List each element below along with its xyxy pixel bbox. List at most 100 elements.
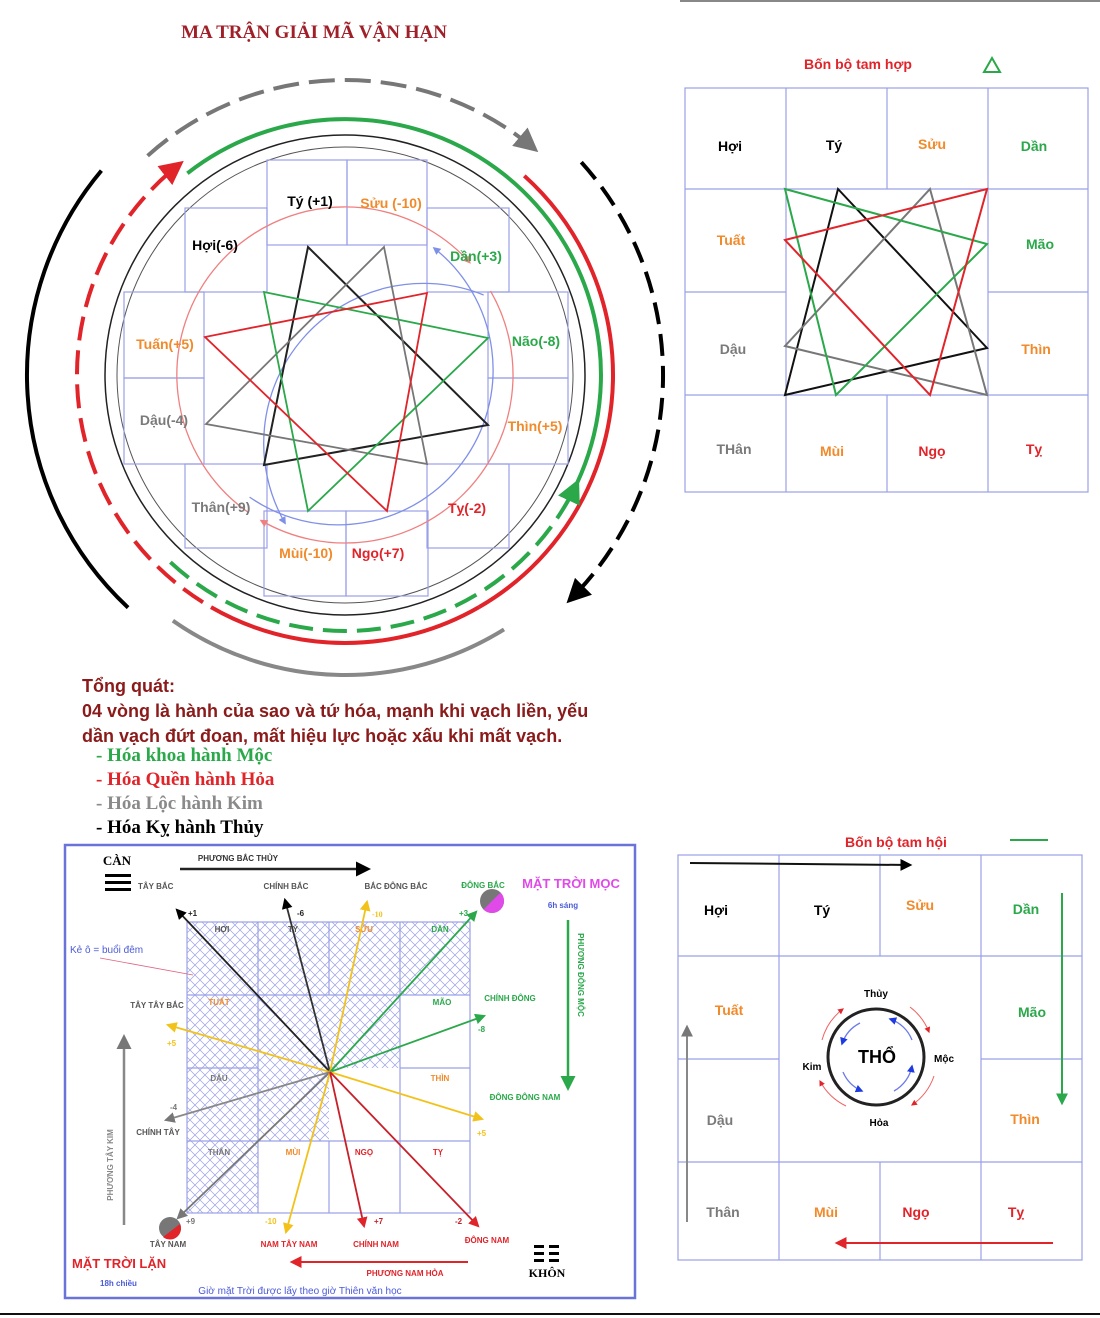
value-ty: -6	[297, 909, 305, 918]
cell-ty: Tý	[814, 902, 831, 918]
dir-bac-dong-bac: BẮC ĐÔNG BẮC	[364, 882, 427, 891]
direction-rays	[163, 897, 487, 1235]
red-triangle	[783, 187, 989, 397]
red-ring-bottom	[210, 605, 480, 645]
can-label: CÀN	[103, 853, 132, 868]
cell-ti: TỴ	[433, 1148, 444, 1157]
phuong-dong-label: PHƯƠNG ĐÔNG MỘC	[576, 933, 585, 1017]
cell-ngo: Ngọ	[918, 443, 945, 459]
cell-thin: THÌN	[431, 1074, 450, 1083]
cell-hoi: HỢI	[215, 925, 230, 934]
palace-boxes	[123, 159, 569, 597]
cell-ty: Tý	[826, 137, 843, 153]
branch-label-thin: Thìn(+5)	[508, 418, 563, 434]
branch-label-dau: Dậu(-4)	[140, 412, 188, 428]
tam-hop-grid: Bốn bộ tam hợp Hợi Tý Sửu Dần Tuất Mão D…	[684, 55, 1089, 493]
cell-dan: DẦN	[431, 924, 449, 934]
tam-hoi-grid: Bốn bộ tam hội Hợi Tý Sửu Dần Tuất Mão D…	[677, 834, 1083, 1261]
note-item-hoa: - Hóa Quền hành Hỏa	[96, 769, 275, 790]
outer-circle	[104, 134, 586, 616]
cell-ti: Tỵ	[1026, 441, 1043, 457]
chieu-label: 18h chiều	[100, 1279, 137, 1288]
value-dau: -4	[170, 1103, 178, 1112]
branch-label-tuat: Tuấn(+5)	[136, 336, 194, 352]
cell-mao: MÃO	[433, 998, 452, 1007]
tho-label: THỔ	[858, 1046, 896, 1067]
cell-than: Thân	[706, 1204, 739, 1220]
dir-tay-nam: TÂY NAM	[150, 1240, 187, 1249]
green-triangle	[783, 187, 989, 397]
branch-label-hoi: Hợi(-6)	[192, 237, 238, 253]
diagram-title: MA TRẬN GIẢI MÃ VẬN HẠN	[181, 21, 447, 43]
thuy-label: Thủy	[864, 989, 888, 1000]
cell-ti: Tỵ	[1008, 1204, 1025, 1220]
gray-triangle	[783, 187, 989, 397]
mat-troi-lan-label: MẶT TRỜI LẶN	[72, 1256, 166, 1271]
notes-line-1: 04 vòng là hành của sao và tứ hóa, mạnh …	[82, 701, 588, 721]
dir-chinh-nam: CHÍNH NAM	[353, 1240, 399, 1249]
black-ring-dashed	[566, 160, 666, 604]
notes: Tổng quát: 04 vòng là hành của sao và tứ…	[82, 676, 588, 838]
cell-suu: Sửu	[918, 136, 946, 152]
branch-label-ty: Tý (+1)	[287, 193, 333, 209]
sunrise-icon	[480, 889, 505, 914]
black-triangle	[262, 244, 491, 467]
branch-label-ngo: Ngọ(+7)	[352, 545, 405, 561]
phuong-tay-label: PHƯƠNG TÂY KIM	[106, 1129, 115, 1201]
value-tuat: +5	[167, 1039, 177, 1048]
hoa-label: Hỏa	[870, 1118, 889, 1129]
black-ring-solid	[24, 169, 130, 610]
cell-dau: DẬU	[210, 1074, 228, 1083]
value-dan: +3	[459, 909, 469, 918]
value-hoi: +1	[188, 909, 198, 918]
branch-label-mui: Mùi(-10)	[279, 545, 333, 561]
tam-hop-title: Bốn bộ tam hợp	[804, 56, 912, 72]
ke-o-label: Kẻ ô = buổi đêm	[70, 944, 143, 956]
branch-label-mao: Não(-8)	[512, 333, 560, 349]
cell-dau: Dậu	[720, 341, 746, 357]
red-ring-solid	[477, 174, 616, 609]
blue-inner-arrow-2	[263, 282, 484, 525]
dir-nam-tay-nam: NAM TÂY NAM	[261, 1240, 318, 1249]
dir-dong-dong-nam: ĐÔNG ĐÔNG NAM	[490, 1093, 561, 1102]
cell-mui: MÙI	[286, 1148, 301, 1157]
branch-label-than: Thân(+9)	[192, 499, 251, 515]
green-ring-dashed	[169, 478, 580, 633]
cell-ngo: Ngọ	[902, 1204, 929, 1220]
value-than: +9	[186, 1217, 196, 1226]
note-item-kim: - Hóa Lộc hành Kim	[96, 793, 263, 814]
mat-troi-moc-label: MẶT TRỜI MỌC	[522, 876, 620, 891]
cell-dan: Dần	[1021, 138, 1047, 154]
value-thin: +5	[477, 1129, 487, 1138]
red-triangle	[203, 291, 429, 513]
compass-footer: Giờ mặt Trời được lấy theo giờ Thiên văn…	[198, 1285, 401, 1297]
five-elements-cycle: THỔ Thủy Mộc Hỏa Kim	[803, 989, 955, 1129]
cell-hoi: Hợi	[718, 138, 742, 154]
branch-label-dan: Dần(+3)	[450, 248, 502, 264]
red-inner-arrow	[176, 206, 471, 514]
dir-tay-tay-bac: TÂY TÂY BẮC	[130, 1001, 184, 1010]
moc-label: Mộc	[934, 1054, 954, 1065]
cell-dan: Dần	[1013, 901, 1039, 917]
sang-label: 6h sáng	[548, 901, 578, 910]
inner-circle	[116, 146, 574, 604]
can-trigram-icon	[105, 874, 131, 891]
branch-label-suu: Sửu (-10)	[360, 195, 421, 211]
kim-label: Kim	[803, 1062, 822, 1073]
black-arrow	[689, 858, 913, 871]
phuong-nam-label: PHƯƠNG NAM HỎA	[366, 1269, 443, 1278]
black-triangle	[783, 186, 989, 397]
red-inner-arrow-2	[259, 290, 514, 544]
khon-label: KHÔN	[529, 1266, 566, 1280]
phuong-bac-label: PHƯƠNG BẮC THỦY	[198, 854, 279, 863]
note-item-moc: - Hóa khoa hành Mộc	[96, 745, 272, 766]
cell-suu: Sửu	[906, 897, 934, 913]
branch-label-ti: Tỵ(-2)	[448, 500, 486, 516]
cell-suu: SỬU	[355, 925, 373, 934]
cell-thin: Thìn	[1021, 341, 1051, 357]
value-mui: -10	[265, 1217, 277, 1226]
cell-mui: Mùi	[820, 443, 844, 459]
cell-mao: Mão	[1018, 1004, 1046, 1020]
